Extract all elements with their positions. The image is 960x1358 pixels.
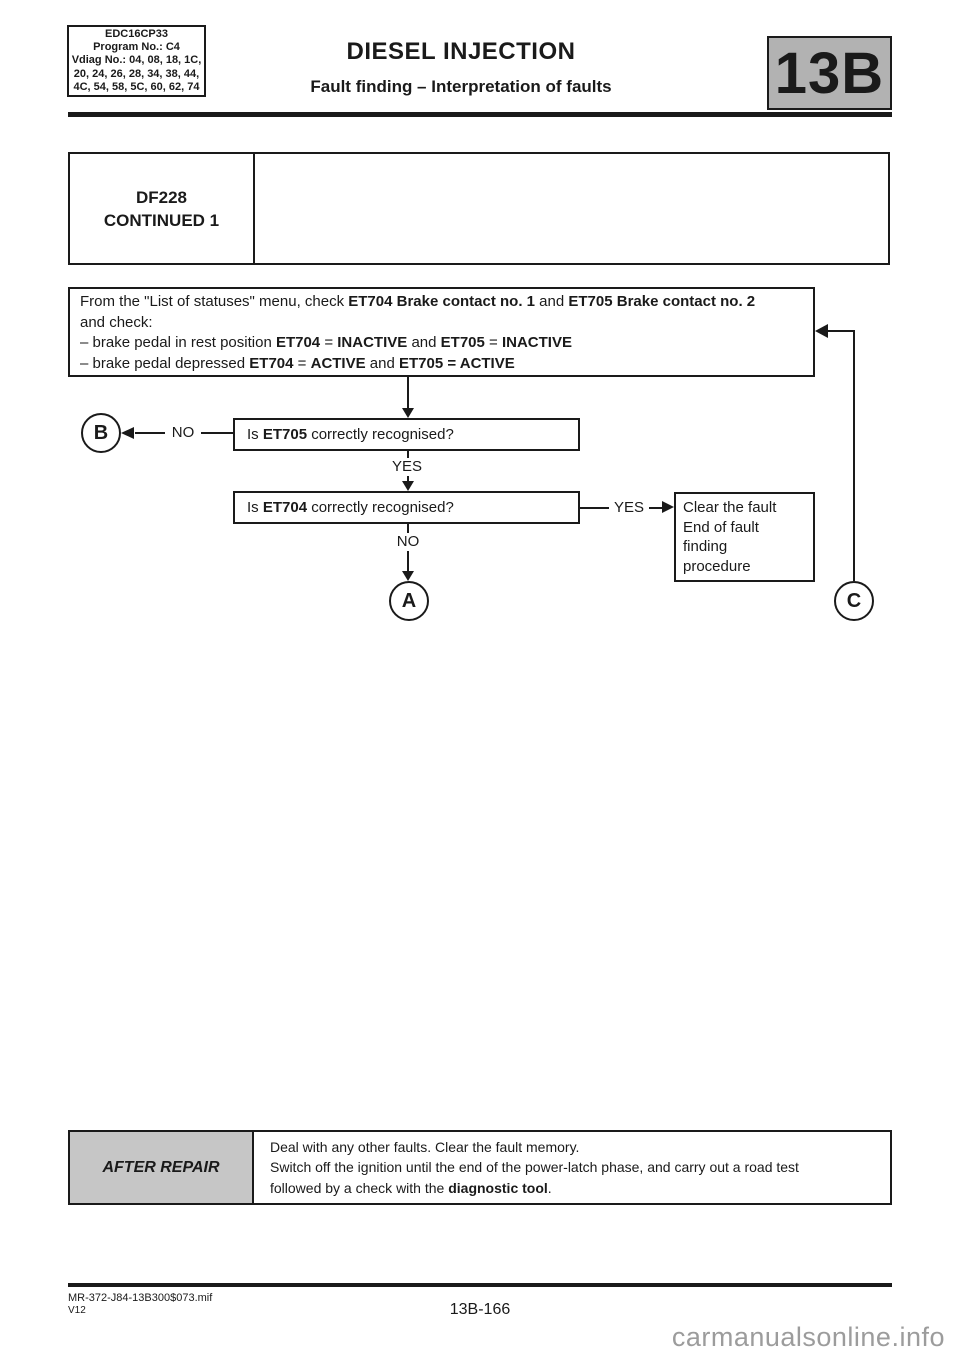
result-line: procedure xyxy=(683,557,751,575)
connector-line xyxy=(853,330,855,581)
branch-label-no: NO xyxy=(165,424,201,442)
vdiag-line-1: Vdiag No.: 04, 08, 18, 1C, xyxy=(71,54,202,67)
result-line: Clear the fault xyxy=(683,499,777,516)
after-repair-line: followed by a check with the diagnostic … xyxy=(270,1179,552,1196)
fault-code: DF228 xyxy=(135,187,188,207)
connector-b: B xyxy=(81,413,121,453)
file-reference: MR-372-J84-13B300$073.mif xyxy=(68,1292,213,1304)
arrow-left-icon xyxy=(121,427,134,439)
page-subtitle: Fault finding – Interpretation of faults xyxy=(310,77,612,96)
connector-c: C xyxy=(834,581,874,621)
footer-divider xyxy=(68,1283,892,1287)
program-number: Program No.: C4 xyxy=(93,41,180,54)
vdiag-line-2: 20, 24, 26, 28, 34, 38, 44, xyxy=(73,67,200,80)
fault-note-cell xyxy=(255,154,888,263)
fault-code-box: DF228 CONTINUED 1 xyxy=(68,152,890,265)
branch-label-yes: YES xyxy=(609,499,649,517)
arrow-right-icon xyxy=(662,501,674,513)
arrow-down-icon xyxy=(402,481,414,491)
result-line: finding xyxy=(683,538,728,555)
after-repair-instructions: Deal with any other faults. Clear the fa… xyxy=(254,1132,890,1203)
branch-label-no: NO xyxy=(390,533,426,551)
module-info-box: EDC16CP33 Program No.: C4 Vdiag No.: 04,… xyxy=(67,25,206,97)
page-number: 13B-166 xyxy=(449,1301,511,1318)
after-repair-line: Switch off the ignition until the end of… xyxy=(270,1159,799,1176)
connector-line xyxy=(828,330,854,332)
connector-a: A xyxy=(389,581,429,621)
instruction-line: and check: xyxy=(80,313,153,331)
question1-text: Is ET705 correctly recognised? xyxy=(247,426,454,443)
instruction-line: – brake pedal in rest position ET704 = I… xyxy=(80,334,572,351)
after-repair-box: AFTER REPAIR Deal with any other faults.… xyxy=(68,1130,892,1205)
instruction-box: From the "List of statuses" menu, check … xyxy=(68,287,815,377)
section-code-badge: 13B xyxy=(767,36,892,110)
question1-node: Is ET705 correctly recognised? xyxy=(233,418,580,451)
result-node: Clear the fault End of fault finding pro… xyxy=(674,492,815,582)
header-title-block: DIESEL INJECTION Fault finding – Interpr… xyxy=(211,38,711,97)
page-title: DIESEL INJECTION xyxy=(346,38,576,65)
arrow-down-icon xyxy=(402,571,414,581)
question2-node: Is ET704 correctly recognised? xyxy=(233,491,580,524)
watermark: carmanualsonline.info xyxy=(671,1322,945,1352)
version-label: V12 xyxy=(68,1305,86,1316)
arrow-down-icon xyxy=(402,408,414,418)
result-line: End of fault xyxy=(683,518,759,536)
question2-text: Is ET704 correctly recognised? xyxy=(247,499,454,516)
fault-code-cell: DF228 CONTINUED 1 xyxy=(70,154,255,263)
instruction-line: From the "List of statuses" menu, check … xyxy=(80,293,756,310)
after-repair-label: AFTER REPAIR xyxy=(70,1132,254,1203)
module-name: EDC16CP33 xyxy=(105,27,168,40)
branch-label-yes: YES xyxy=(387,458,427,476)
instruction-line: – brake pedal depressed ET704 = ACTIVE a… xyxy=(80,354,515,372)
fault-status: CONTINUED 1 xyxy=(103,210,220,230)
connector-line xyxy=(407,377,409,409)
arrow-left-icon xyxy=(815,324,828,338)
header-divider xyxy=(68,112,892,117)
vdiag-line-3: 4C, 54, 58, 5C, 60, 62, 74 xyxy=(73,80,200,93)
after-repair-line: Deal with any other faults. Clear the fa… xyxy=(270,1138,580,1155)
